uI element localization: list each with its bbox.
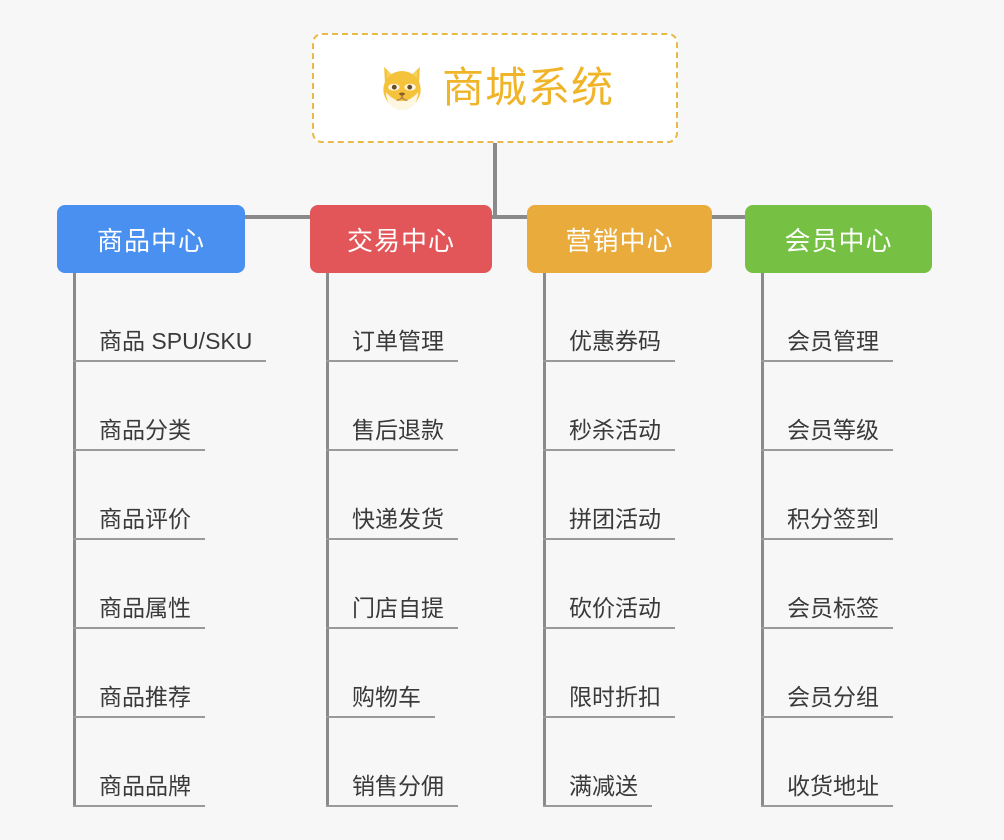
- leaf-item-label: 砍价活动: [569, 594, 661, 621]
- branch-header-label: 营销中心: [565, 225, 674, 256]
- leaf-item-label: 快递发货: [352, 505, 444, 532]
- branch-spine: [761, 273, 764, 807]
- leaf-item[interactable]: 销售分佣: [326, 718, 458, 807]
- leaf-item-label: 优惠券码: [569, 327, 661, 354]
- leaf-item[interactable]: 购物车: [326, 629, 435, 718]
- branch-header-1[interactable]: 商品中心: [57, 205, 245, 273]
- leaf-item[interactable]: 售后退款: [326, 362, 458, 451]
- leaf-item-label: 秒杀活动: [569, 416, 661, 443]
- leaf-item[interactable]: 门店自提: [326, 540, 458, 629]
- leaf-item[interactable]: 快递发货: [326, 451, 458, 540]
- branch-header-label: 会员中心: [784, 225, 893, 256]
- branch-item-list: 会员管理会员等级积分签到会员标签会员分组收货地址: [761, 273, 893, 807]
- branch-header-label: 商品中心: [96, 225, 205, 256]
- branch-header-3[interactable]: 营销中心: [527, 205, 712, 273]
- leaf-item[interactable]: 会员标签: [761, 540, 893, 629]
- leaf-item-label: 门店自提: [352, 594, 444, 621]
- leaf-item-label: 会员分组: [787, 683, 879, 710]
- leaf-item[interactable]: 订单管理: [326, 273, 458, 362]
- leaf-item-label: 收货地址: [787, 772, 879, 799]
- branch-header-2[interactable]: 交易中心: [310, 205, 492, 273]
- branch-header-4[interactable]: 会员中心: [745, 205, 932, 273]
- branch-item-list: 商品 SPU/SKU 商品分类商品评价商品属性商品推荐商品品牌: [73, 273, 267, 807]
- leaf-item-label: 商品分类: [99, 416, 191, 443]
- leaf-item-label: 积分签到: [787, 505, 879, 532]
- leaf-item[interactable]: 商品品牌: [73, 718, 205, 807]
- leaf-item-label: 商品推荐: [99, 683, 191, 710]
- leaf-item-label: 商品 SPU/SKU: [99, 327, 253, 354]
- branch-spine: [73, 273, 76, 807]
- leaf-item[interactable]: 收货地址: [761, 718, 893, 807]
- branch-spine: [543, 273, 546, 807]
- leaf-item[interactable]: 秒杀活动: [543, 362, 675, 451]
- leaf-item[interactable]: 商品评价: [73, 451, 205, 540]
- leaf-item-label: 会员标签: [787, 594, 879, 621]
- leaf-item[interactable]: 会员分组: [761, 629, 893, 718]
- branch-header-label: 交易中心: [346, 225, 455, 256]
- leaf-item-label: 会员管理: [787, 327, 879, 354]
- leaf-item-label: 售后退款: [352, 416, 444, 443]
- root-node[interactable]: 商城系统: [312, 33, 678, 143]
- leaf-item[interactable]: 砍价活动: [543, 540, 675, 629]
- leaf-item[interactable]: 商品属性: [73, 540, 205, 629]
- leaf-item[interactable]: 拼团活动: [543, 451, 675, 540]
- leaf-item-label: 商品属性: [99, 594, 191, 621]
- leaf-item[interactable]: 会员管理: [761, 273, 893, 362]
- shiba-dog-face-icon: [376, 62, 428, 114]
- branch-item-list: 优惠券码秒杀活动拼团活动砍价活动限时折扣满减送: [543, 273, 675, 807]
- branch-column: 交易中心订单管理售后退款快递发货门店自提购物车销售分佣: [310, 205, 492, 807]
- leaf-item[interactable]: 限时折扣: [543, 629, 675, 718]
- branch-column: 营销中心优惠券码秒杀活动拼团活动砍价活动限时折扣满减送: [527, 205, 712, 807]
- leaf-item[interactable]: 优惠券码: [543, 273, 675, 362]
- leaf-item-label: 满减送: [569, 772, 638, 799]
- leaf-item-label: 拼团活动: [569, 505, 661, 532]
- branch-column: 商品中心商品 SPU/SKU 商品分类商品评价商品属性商品推荐商品品牌: [57, 205, 267, 807]
- connector-root-stem: [493, 143, 497, 219]
- leaf-item[interactable]: 满减送: [543, 718, 652, 807]
- leaf-item-label: 订单管理: [352, 327, 444, 354]
- leaf-item[interactable]: 商品推荐: [73, 629, 205, 718]
- leaf-item-label: 限时折扣: [569, 683, 661, 710]
- branch-item-list: 订单管理售后退款快递发货门店自提购物车销售分佣: [326, 273, 458, 807]
- branch-spine: [326, 273, 329, 807]
- connector-horizontal-bus: [149, 215, 839, 219]
- branch-column: 会员中心会员管理会员等级积分签到会员标签会员分组收货地址: [745, 205, 932, 807]
- leaf-item[interactable]: 商品分类: [73, 362, 205, 451]
- leaf-item-label: 销售分佣: [352, 772, 444, 799]
- leaf-item-label: 商品品牌: [99, 772, 191, 799]
- leaf-item-label: 购物车: [352, 683, 421, 710]
- leaf-item[interactable]: 会员等级: [761, 362, 893, 451]
- leaf-item[interactable]: 商品 SPU/SKU: [73, 273, 267, 362]
- leaf-item[interactable]: 积分签到: [761, 451, 893, 540]
- leaf-item-label: 商品评价: [99, 505, 191, 532]
- root-title: 商城系统: [441, 64, 614, 111]
- leaf-item-label: 会员等级: [787, 416, 879, 443]
